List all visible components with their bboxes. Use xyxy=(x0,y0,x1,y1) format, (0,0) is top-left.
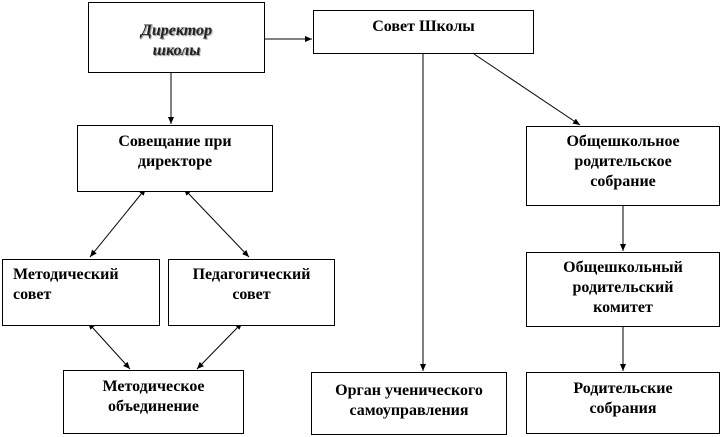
pedagogical-council-label: Педагогический совет xyxy=(192,266,311,303)
pedagogical-council-box: Педагогический совет xyxy=(168,259,335,326)
methodical-union-box: Методическое объединение xyxy=(63,370,244,434)
director-meeting-label: Совещание при директоре xyxy=(118,133,232,170)
parent-meeting-general-box: Общешкольное родительское собрание xyxy=(526,126,720,206)
parent-committee-label: Общешкольный родительский комитет xyxy=(563,259,683,316)
director-meeting-box: Совещание при директоре xyxy=(77,125,273,192)
parent-committee-box: Общешкольный родительский комитет xyxy=(526,252,720,327)
director-label: Директор школы xyxy=(140,22,213,59)
parent-meetings-box: Родительские собрания xyxy=(526,372,720,434)
parent-meetings-label: Родительские собрания xyxy=(573,380,673,417)
arrow-pedcouncil-metunion xyxy=(196,322,243,370)
student-government-label: Орган ученического самоуправления xyxy=(335,382,483,419)
methodical-council-box: Методический совет xyxy=(2,259,160,326)
arrow-meeting-metcouncil xyxy=(89,188,146,258)
arrow-council-to-parentmeeting xyxy=(473,53,581,126)
methodical-council-label: Методический совет xyxy=(13,266,119,303)
arrow-metcouncil-metunion xyxy=(87,322,131,370)
student-government-box: Орган ученического самоуправления xyxy=(311,372,507,435)
arrow-meeting-pedcouncil xyxy=(183,188,250,258)
school-council-label: Совет Школы xyxy=(372,18,475,35)
parent-meeting-general-label: Общешкольное родительское собрание xyxy=(566,133,680,190)
school-council-box: Совет Школы xyxy=(313,10,534,54)
director-box: Директор школы xyxy=(88,2,265,73)
methodical-union-label: Методическое объединение xyxy=(102,378,205,415)
